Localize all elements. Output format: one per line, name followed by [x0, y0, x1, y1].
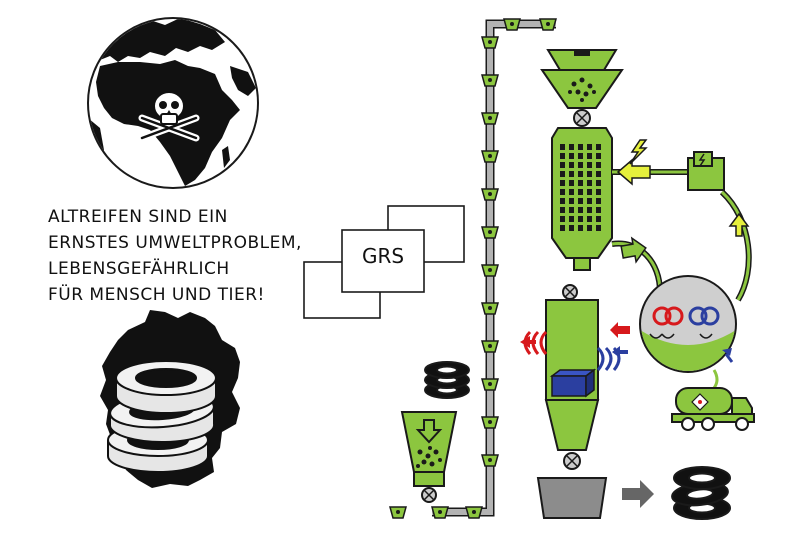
- message-line-2: ERNSTES UMWELTPROBLEM,: [48, 233, 302, 253]
- bucket-granule: [488, 306, 492, 310]
- reactor-vent: [560, 198, 565, 204]
- message-line-4: FÜR MENSCH UND TIER!: [48, 285, 265, 305]
- reactor-vent: [587, 225, 592, 231]
- reactor-vent: [587, 153, 592, 159]
- conveyor-buckets: [389, 18, 557, 519]
- reactor-vent: [596, 171, 601, 177]
- reactor-vent: [569, 153, 574, 159]
- bucket-granule: [488, 382, 492, 386]
- reactor-vent: [578, 180, 583, 186]
- condenser-icon: [639, 275, 737, 373]
- bucket-granule: [488, 40, 492, 44]
- tire-stack-icon: [107, 360, 217, 473]
- reactor-vent: [569, 171, 574, 177]
- reactor-vent: [596, 225, 601, 231]
- reactor-vent: [578, 189, 583, 195]
- reactor-vent: [569, 189, 574, 195]
- lightning-icon: [629, 139, 648, 165]
- flow-arrows: [616, 158, 750, 264]
- reactor-vent: [578, 216, 583, 222]
- bucket-granule: [472, 510, 476, 514]
- reactor-vent: [587, 162, 592, 168]
- reactor-vent: [578, 144, 583, 150]
- bucket-granule: [396, 510, 400, 514]
- hopper-icon: [400, 411, 458, 503]
- reactor-vent: [560, 207, 565, 213]
- bucket-granule: [488, 78, 492, 82]
- reactor-vent: [560, 189, 565, 195]
- message-line-3: LEBENSGEFÄHRLICH: [48, 259, 230, 279]
- reactor-vent: [560, 171, 565, 177]
- reactor-vent: [569, 216, 574, 222]
- tire-stack-icon: [424, 361, 470, 399]
- reactor-vent: [596, 198, 601, 204]
- reactor-vent: [587, 171, 592, 177]
- bucket-granule: [438, 510, 442, 514]
- reactor-vent: [596, 144, 601, 150]
- bucket-granule: [488, 420, 492, 424]
- output-tire-icon: [671, 466, 731, 520]
- reactor-vent: [560, 162, 565, 168]
- reactor-vent: [560, 216, 565, 222]
- reactor-vent: [587, 207, 592, 213]
- reactor-vent: [596, 216, 601, 222]
- reactor-vent: [569, 144, 574, 150]
- message-line-1: ALTREIFEN SIND EIN: [48, 207, 228, 227]
- bucket-granule: [488, 154, 492, 158]
- reactor-vent: [596, 153, 601, 159]
- reactor-vent: [596, 162, 601, 168]
- bucket-granule: [488, 192, 492, 196]
- reactor-vent: [578, 198, 583, 204]
- reactor-vent: [578, 225, 583, 231]
- bucket-granule: [488, 230, 492, 234]
- reactor-vent: [587, 216, 592, 222]
- reactor-vent: [560, 180, 565, 186]
- reactor-granules: [568, 77, 596, 102]
- reactor-vent: [578, 207, 583, 213]
- reactor-vent: [578, 153, 583, 159]
- reactor-vent: [587, 180, 592, 186]
- reactor-vent: [560, 144, 565, 150]
- reactor-vent: [569, 225, 574, 231]
- generator-icon: [687, 151, 725, 191]
- reactor-vent: [596, 207, 601, 213]
- reactor-vent: [569, 162, 574, 168]
- reactor-vent: [578, 162, 583, 168]
- bucket-granule: [488, 116, 492, 120]
- skull-crossbones-icon: [138, 91, 200, 142]
- grs-label: GRS: [361, 244, 405, 268]
- reactor-vent: [560, 225, 565, 231]
- reactor-vent: [587, 189, 592, 195]
- heat-arrow-icon: [520, 322, 630, 358]
- reactor-vent: [596, 189, 601, 195]
- hopper-granules: [416, 446, 442, 468]
- reactor-icon: [540, 49, 624, 470]
- bucket-granule: [488, 344, 492, 348]
- reactor-vents: [560, 144, 601, 231]
- reactor-vent: [569, 180, 574, 186]
- grs-logo: [303, 205, 465, 319]
- tanker-truck-icon: [671, 387, 755, 431]
- outlet-bin: [536, 477, 608, 519]
- reactor-vent: [578, 171, 583, 177]
- arrow-icon: [622, 480, 654, 508]
- reactor-vent: [587, 144, 592, 150]
- bucket-granule: [510, 22, 514, 26]
- reactor-vent: [560, 153, 565, 159]
- reactor-vent: [569, 207, 574, 213]
- bucket-granule: [546, 22, 550, 26]
- bucket-granule: [488, 268, 492, 272]
- reactor-vent: [569, 198, 574, 204]
- reactor-vent: [587, 198, 592, 204]
- reactor-vent: [596, 180, 601, 186]
- bucket-granule: [488, 458, 492, 462]
